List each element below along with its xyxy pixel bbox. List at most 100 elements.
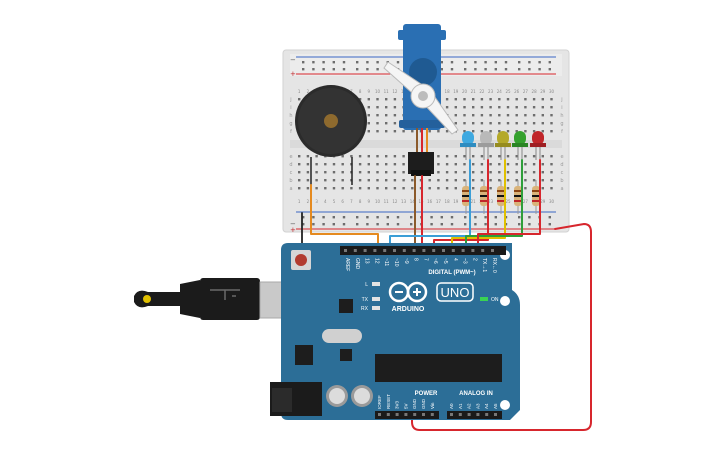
breadboard-hole[interactable] [428, 130, 431, 133]
rail-hole[interactable] [494, 223, 497, 226]
breadboard-hole[interactable] [402, 187, 405, 190]
breadboard-hole[interactable] [385, 106, 388, 109]
breadboard-hole[interactable] [498, 155, 501, 158]
rail-hole[interactable] [332, 61, 335, 64]
header-pin[interactable] [386, 413, 390, 416]
rail-hole[interactable] [302, 68, 305, 71]
breadboard-hole[interactable] [463, 155, 466, 158]
rail-hole[interactable] [504, 61, 508, 64]
rail-hole[interactable] [342, 216, 346, 219]
breadboard-hole[interactable] [515, 171, 518, 174]
rail-hole[interactable] [302, 216, 305, 219]
rail-hole[interactable] [440, 216, 443, 219]
breadboard-hole[interactable] [480, 171, 484, 174]
breadboard-hole[interactable] [454, 155, 457, 158]
header-pin[interactable] [395, 413, 399, 416]
breadboard-hole[interactable] [532, 106, 536, 109]
breadboard-hole[interactable] [376, 171, 379, 174]
rail-hole[interactable] [518, 223, 521, 226]
rail-hole[interactable] [396, 216, 400, 219]
breadboard-hole[interactable] [298, 171, 301, 174]
breadboard-hole[interactable] [332, 163, 336, 166]
breadboard-hole[interactable] [428, 179, 431, 182]
breadboard-hole[interactable] [463, 171, 466, 174]
rail-hole[interactable] [464, 61, 467, 64]
header-pin[interactable] [494, 413, 497, 416]
breadboard-hole[interactable] [454, 163, 457, 166]
breadboard-hole[interactable] [506, 114, 510, 117]
breadboard-hole[interactable] [350, 187, 353, 190]
rail-hole[interactable] [474, 223, 477, 226]
header-pin[interactable] [471, 249, 475, 252]
breadboard-hole[interactable] [385, 163, 388, 166]
breadboard-hole[interactable] [367, 122, 370, 125]
rail-hole[interactable] [322, 68, 325, 71]
breadboard-hole[interactable] [532, 163, 536, 166]
breadboard-hole[interactable] [480, 114, 484, 117]
breadboard-hole[interactable] [454, 122, 457, 125]
rail-hole[interactable] [342, 61, 346, 64]
breadboard-hole[interactable] [515, 122, 518, 125]
breadboard-hole[interactable] [385, 179, 388, 182]
breadboard-hole[interactable] [393, 106, 397, 109]
rail-hole[interactable] [430, 223, 433, 226]
rail-hole[interactable] [440, 61, 443, 64]
rail-hole[interactable] [528, 68, 531, 71]
rail-hole[interactable] [312, 61, 315, 64]
header-pin[interactable] [393, 249, 396, 252]
breadboard-hole[interactable] [385, 114, 388, 117]
breadboard-hole[interactable] [385, 130, 388, 133]
wire-led-red[interactable] [477, 159, 541, 251]
breadboard-hole[interactable] [385, 155, 388, 158]
breadboard-hole[interactable] [385, 98, 388, 101]
breadboard-hole[interactable] [489, 98, 492, 101]
rail-hole[interactable] [342, 223, 346, 226]
breadboard-hole[interactable] [358, 98, 362, 101]
breadboard-hole[interactable] [489, 122, 492, 125]
rail-hole[interactable] [342, 68, 346, 71]
rail-hole[interactable] [332, 68, 335, 71]
header-pin[interactable] [491, 249, 494, 252]
header-pin[interactable] [404, 413, 408, 416]
breadboard-hole[interactable] [541, 163, 544, 166]
breadboard-hole[interactable] [524, 187, 527, 190]
rail-hole[interactable] [322, 223, 325, 226]
rail-hole[interactable] [474, 216, 477, 219]
breadboard-hole[interactable] [454, 179, 457, 182]
breadboard-hole[interactable] [393, 187, 397, 190]
breadboard-hole[interactable] [498, 130, 501, 133]
breadboard-hole[interactable] [463, 130, 466, 133]
rail-hole[interactable] [464, 68, 467, 71]
breadboard-hole[interactable] [472, 122, 475, 125]
led-red[interactable] [530, 131, 546, 160]
resistor[interactable] [532, 180, 540, 214]
breadboard-hole[interactable] [367, 114, 370, 117]
breadboard-hole[interactable] [315, 179, 318, 182]
breadboard-hole[interactable] [341, 155, 344, 158]
breadboard-hole[interactable] [341, 179, 344, 182]
breadboard-hole[interactable] [489, 163, 492, 166]
breadboard-hole[interactable] [367, 179, 370, 182]
header-pin[interactable] [481, 249, 485, 252]
rail-hole[interactable] [376, 223, 379, 226]
breadboard-hole[interactable] [472, 187, 475, 190]
breadboard-hole[interactable] [445, 163, 449, 166]
breadboard-hole[interactable] [550, 187, 553, 190]
led-green[interactable] [512, 131, 528, 160]
rail-hole[interactable] [484, 216, 487, 219]
breadboard-hole[interactable] [367, 106, 370, 109]
rail-hole[interactable] [332, 216, 335, 219]
breadboard-hole[interactable] [472, 98, 475, 101]
breadboard-hole[interactable] [550, 98, 553, 101]
rail-hole[interactable] [464, 216, 467, 219]
breadboard-hole[interactable] [393, 179, 397, 182]
breadboard-hole[interactable] [472, 179, 475, 182]
breadboard-hole[interactable] [306, 155, 310, 158]
breadboard-hole[interactable] [550, 163, 553, 166]
resistor[interactable] [497, 180, 505, 214]
breadboard-hole[interactable] [489, 155, 492, 158]
breadboard-hole[interactable] [393, 114, 397, 117]
breadboard-hole[interactable] [524, 163, 527, 166]
breadboard-hole[interactable] [506, 130, 510, 133]
breadboard-hole[interactable] [472, 114, 475, 117]
